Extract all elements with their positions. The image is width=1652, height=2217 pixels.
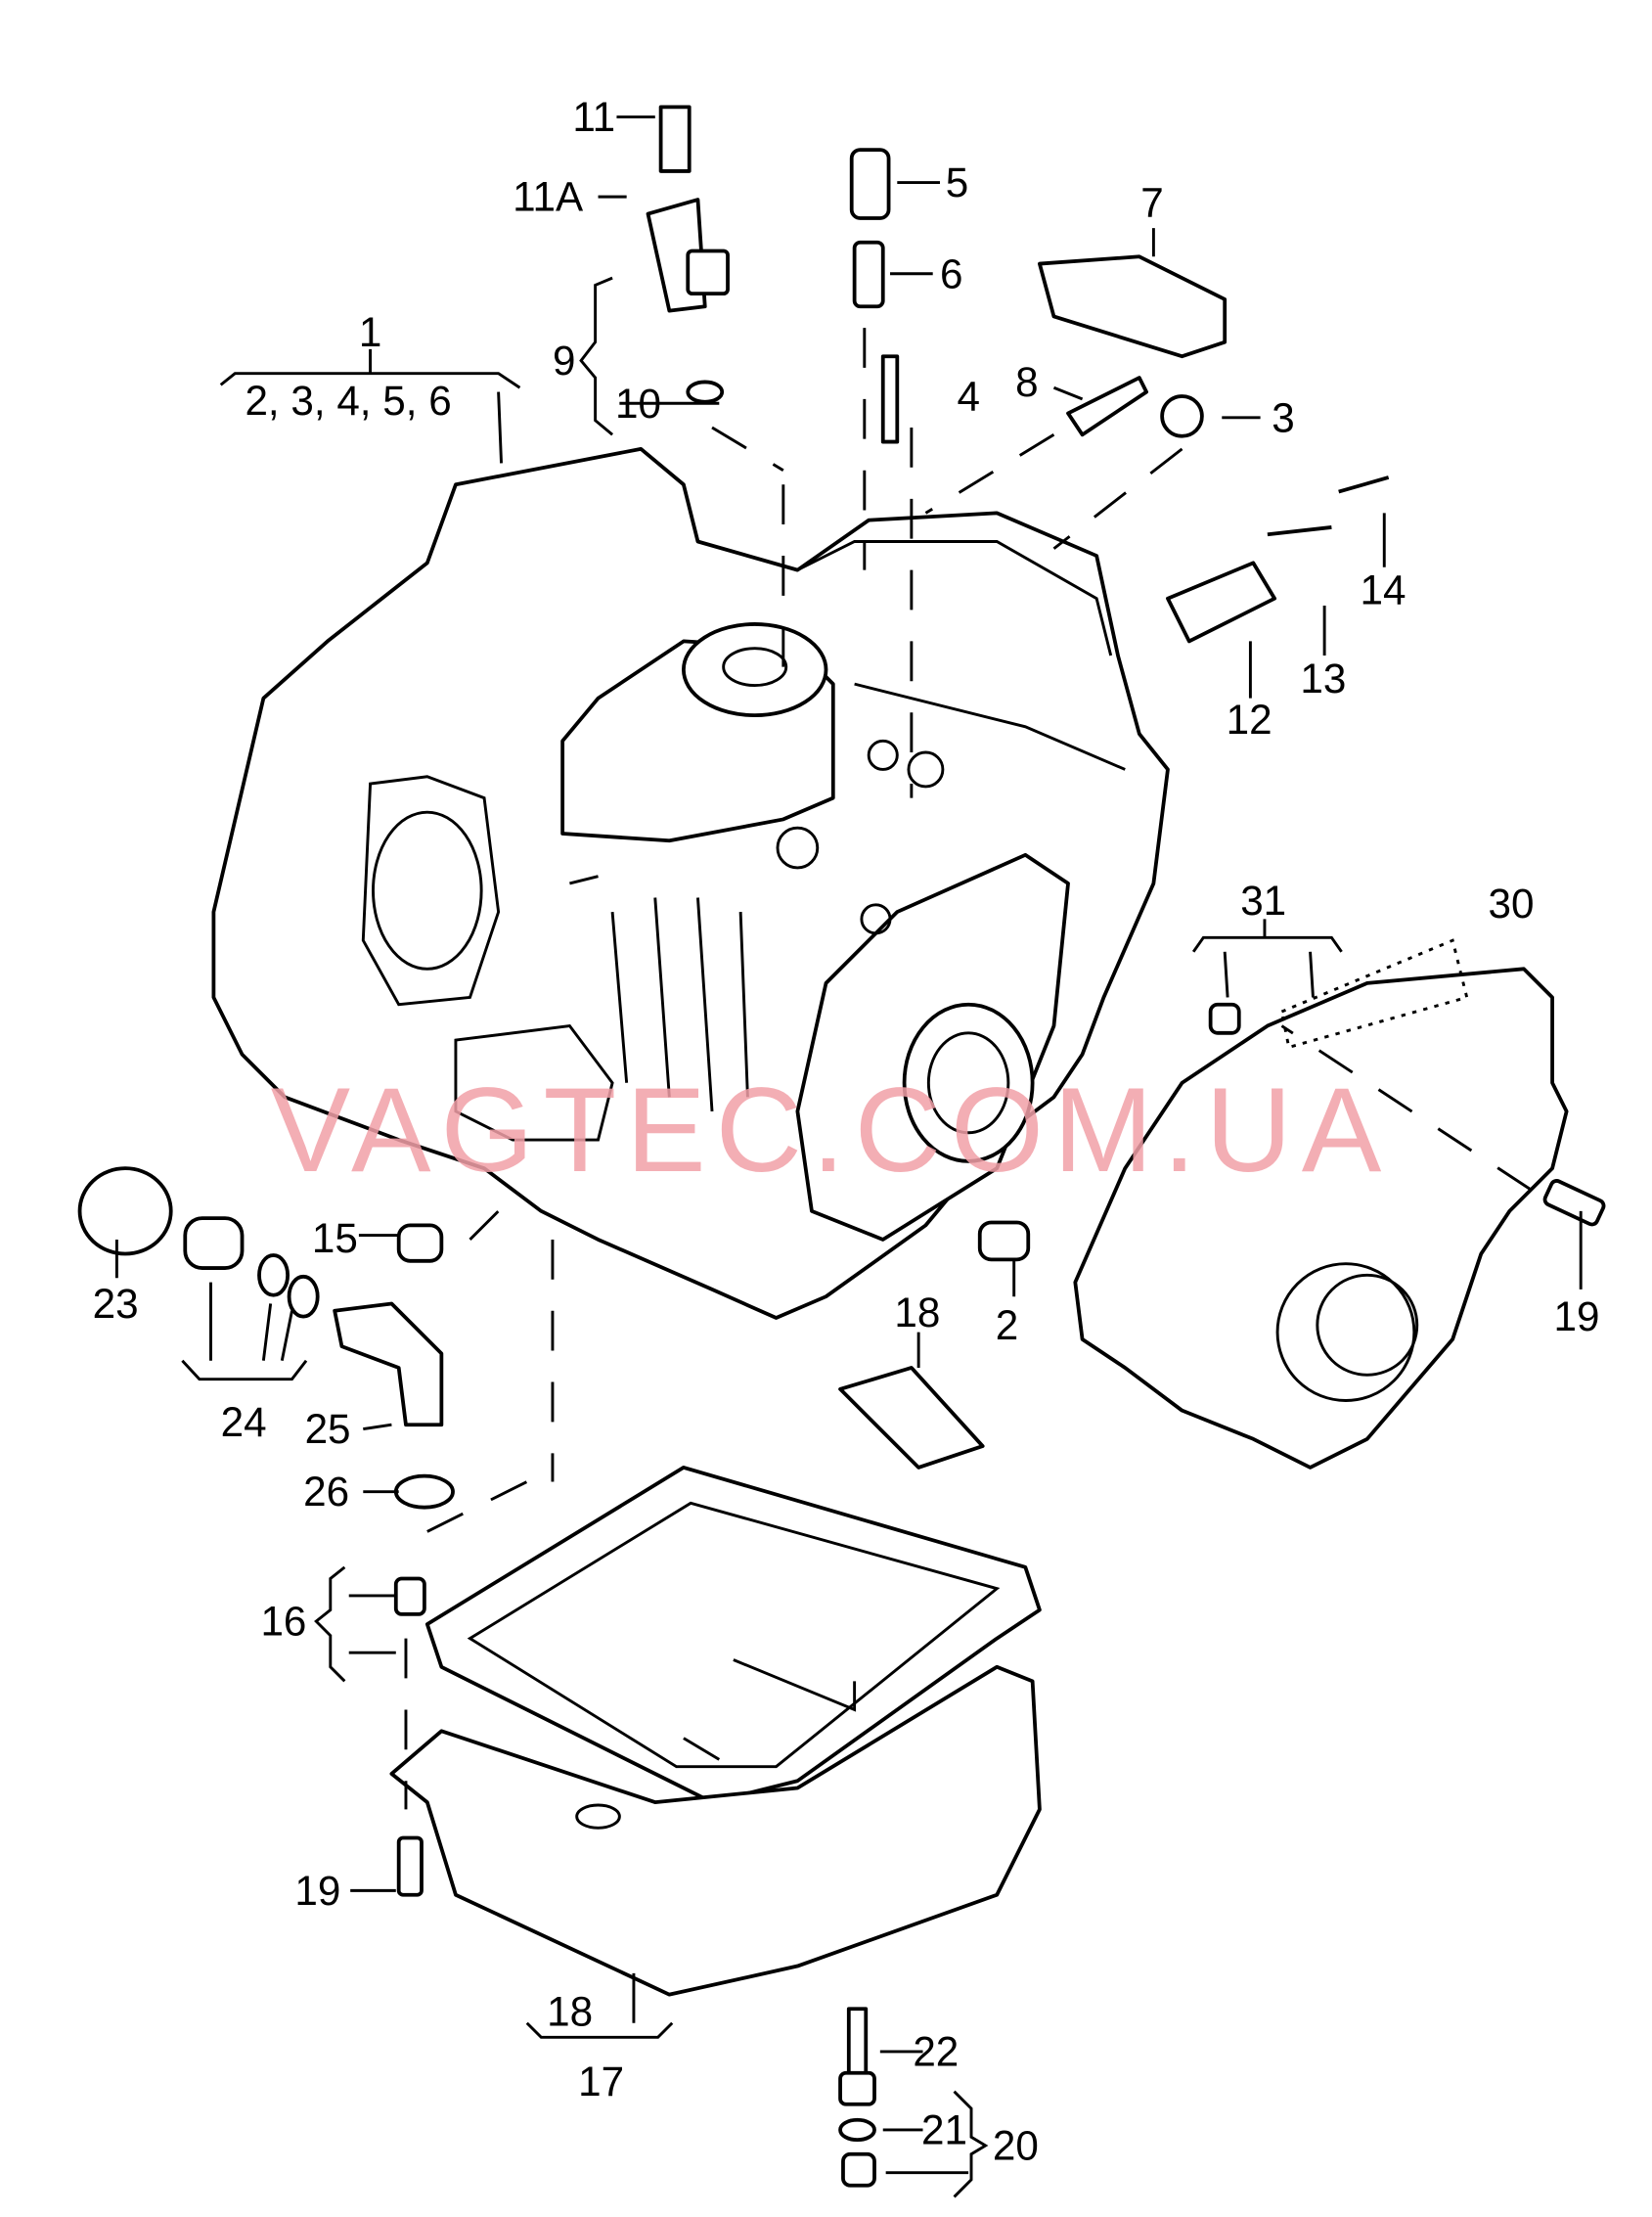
label-21: 21 [921,2107,967,2153]
label-7: 7 [1140,180,1163,226]
callout-labels: 1 2, 3, 4, 5, 6 11 11A 5 6 7 9 10 4 8 3 … [93,94,1600,2168]
label-3: 3 [1272,394,1294,440]
label-31: 31 [1240,878,1286,924]
oil-pan [389,1466,1042,1997]
label-1: 1 [359,309,381,355]
label-20: 20 [993,2123,1039,2169]
label-6: 6 [940,250,962,296]
label-22: 22 [913,2028,959,2074]
label-2: 2 [996,1302,1018,1348]
label-12: 12 [1227,697,1272,743]
label-5: 5 [946,159,968,205]
label-18-pan: 18 [547,1989,593,2035]
label-24: 24 [221,1399,267,1445]
label-4: 4 [957,374,979,420]
label-11: 11 [572,94,615,140]
label-15: 15 [312,1215,358,1261]
small-parts [77,105,1606,2188]
label-17: 17 [578,2059,624,2104]
label-25: 25 [305,1406,351,1452]
label-10: 10 [615,381,661,427]
transmission-housing [211,446,1170,1320]
label-30: 30 [1489,881,1535,927]
leader-lines [114,115,1583,2198]
side-cover [1073,938,1569,1470]
label-23: 23 [93,1281,139,1327]
label-19-cover: 19 [1554,1293,1600,1339]
label-9: 9 [553,338,575,384]
label-18-filter: 18 [894,1289,940,1335]
label-14: 14 [1361,567,1406,613]
label-26: 26 [303,1469,349,1515]
label-16: 16 [260,1599,306,1645]
label-1-contents: 2, 3, 4, 5, 6 [245,378,451,424]
label-13: 13 [1300,656,1346,701]
label-8: 8 [1015,359,1038,405]
label-11a: 11A [513,174,584,220]
label-19-pan: 19 [294,1868,340,1914]
